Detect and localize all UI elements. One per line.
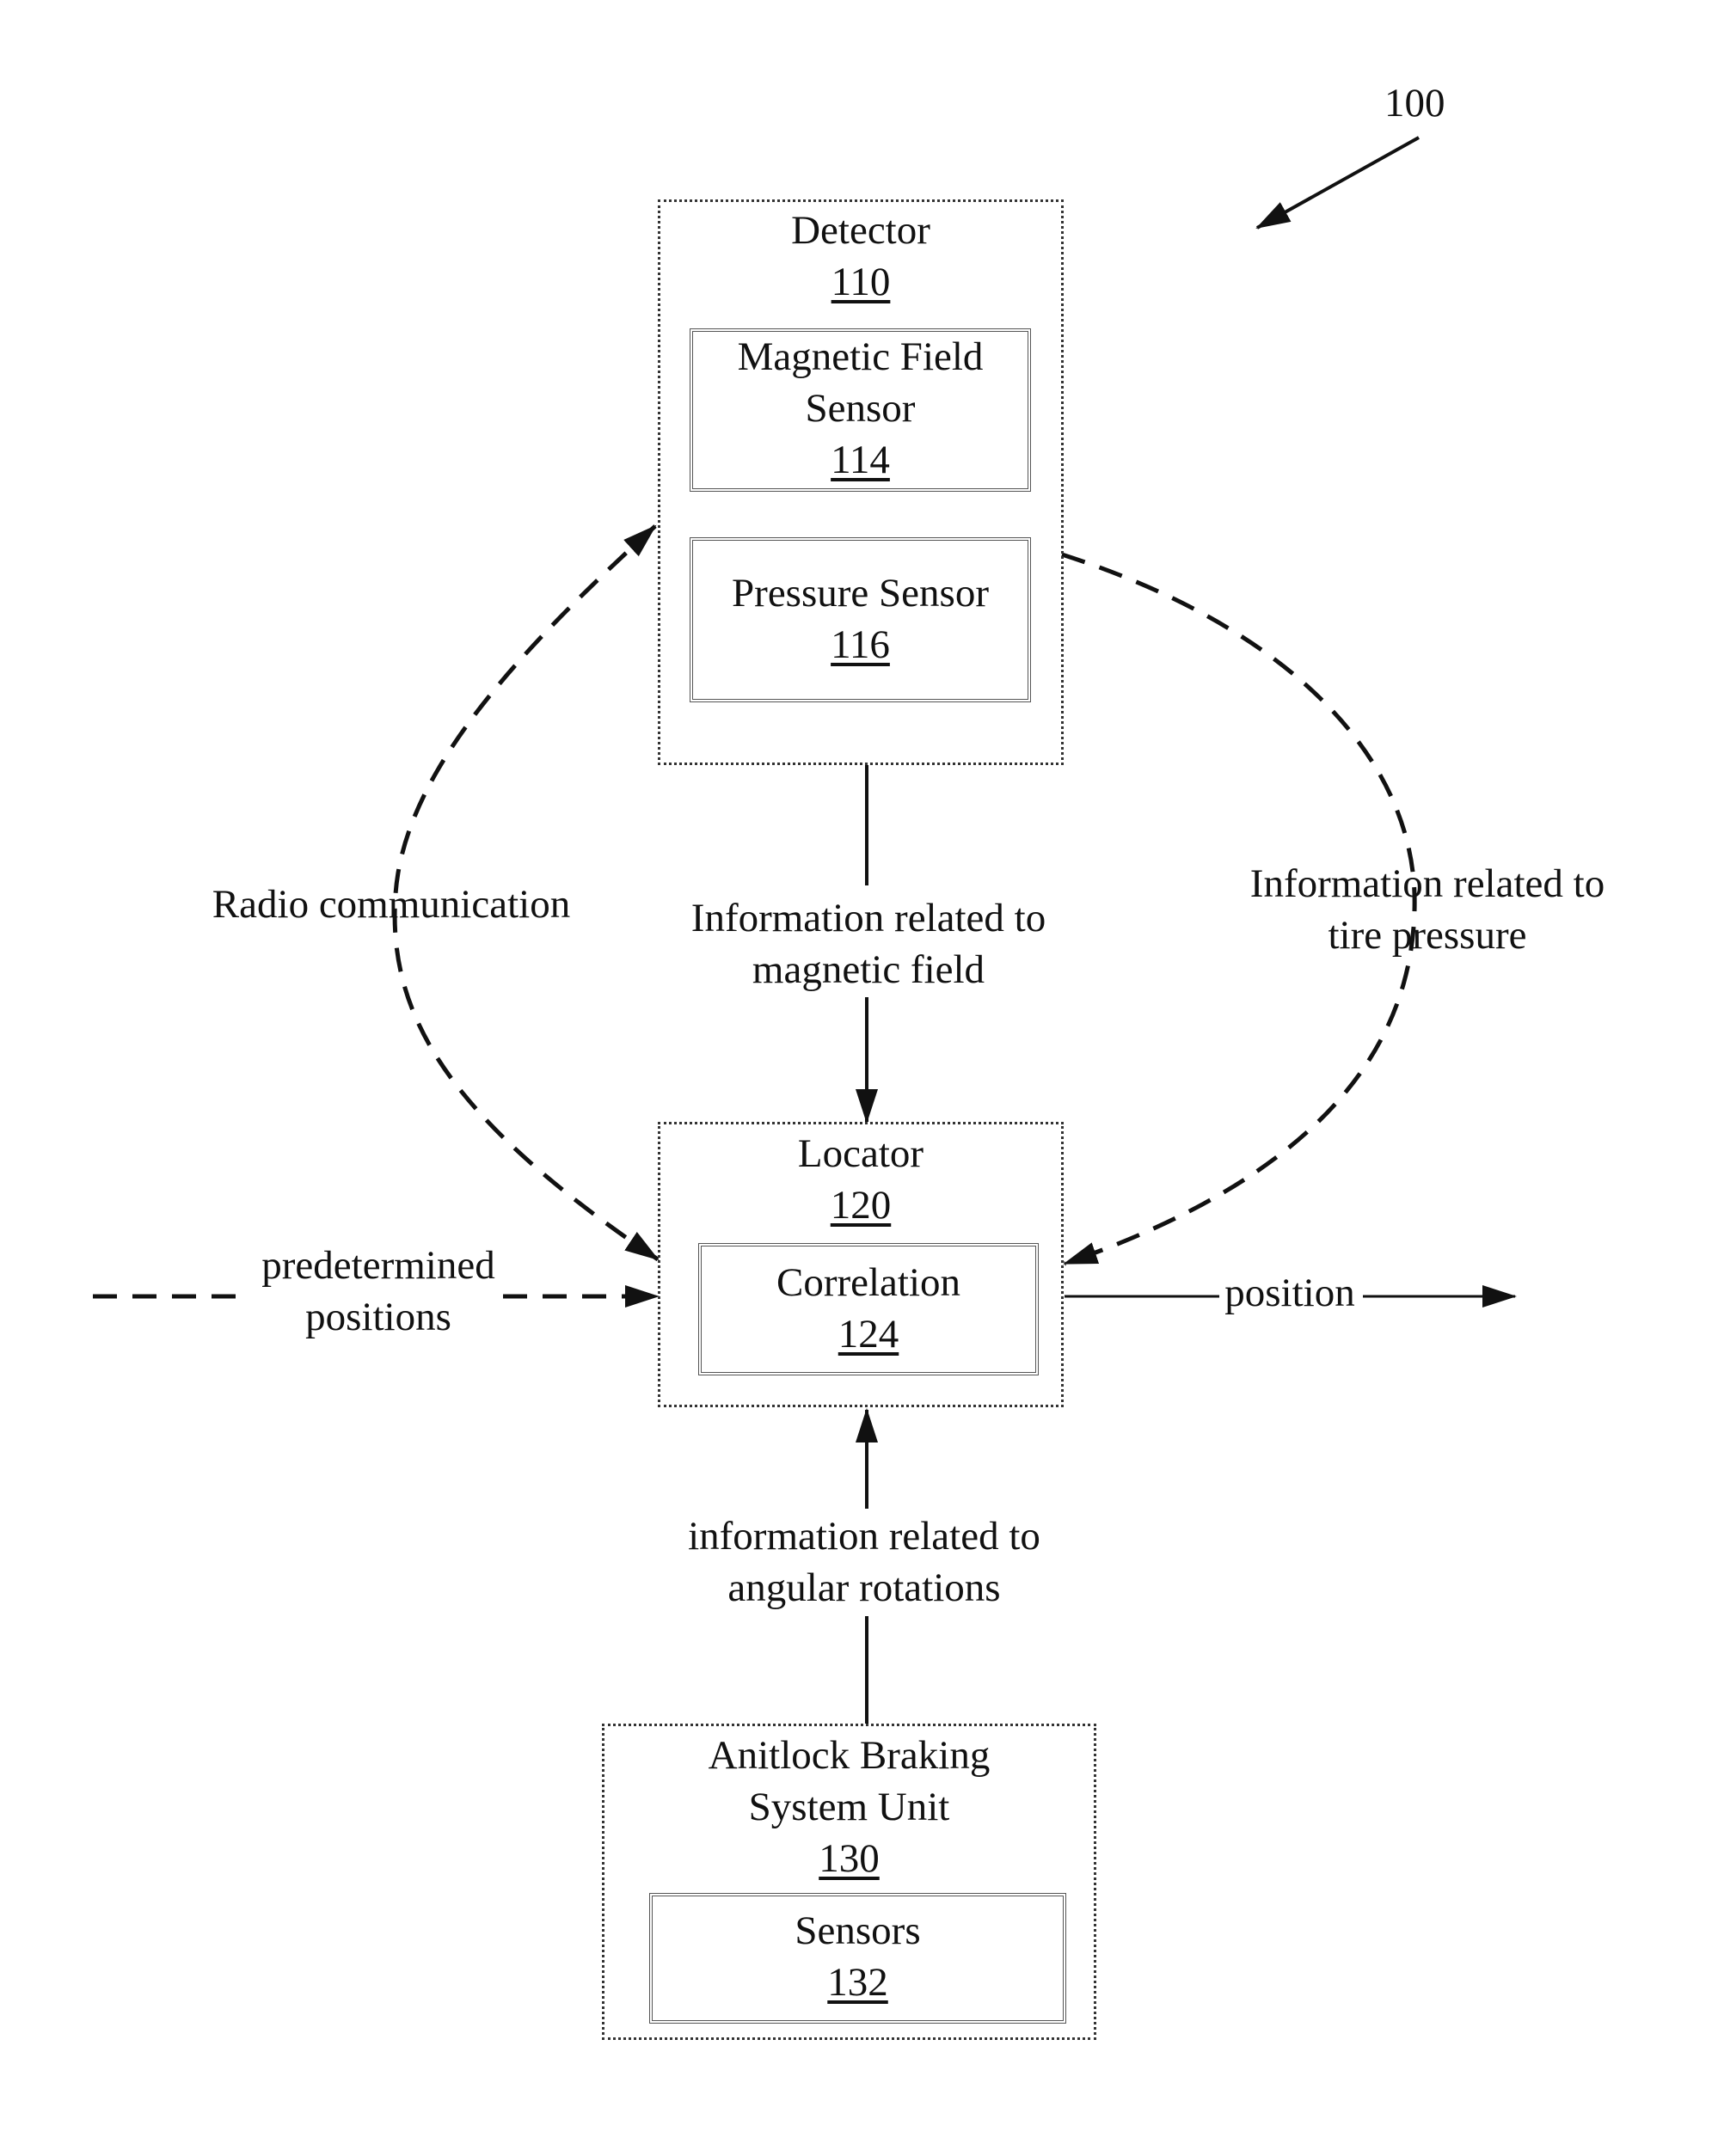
correlation-title: Correlation	[698, 1257, 1039, 1308]
tire-pressure-label-line2: tire pressure	[1212, 910, 1642, 961]
detector-title: Detector	[658, 205, 1064, 256]
sensors-ref: 132	[649, 1957, 1066, 2008]
figure-ref-arrow	[1257, 138, 1419, 228]
pressure-sensor-title: Pressure Sensor	[690, 567, 1031, 619]
detector-ref: 110	[658, 256, 1064, 308]
magnetic-field-sensor-title-line2: Sensor	[690, 383, 1031, 434]
abs-unit-ref: 130	[602, 1833, 1096, 1884]
magnetic-field-sensor-ref: 114	[690, 434, 1031, 486]
predetermined-positions-label-line2: positions	[232, 1291, 525, 1343]
angular-info-label-line1: information related to	[649, 1510, 1079, 1562]
locator-title: Locator	[658, 1128, 1064, 1179]
locator-ref: 120	[658, 1179, 1064, 1231]
correlation-ref: 124	[698, 1308, 1039, 1360]
magnetic-info-label-line2: magnetic field	[654, 944, 1083, 995]
magnetic-field-sensor-title-line1: Magnetic Field	[690, 331, 1031, 383]
pressure-sensor-ref: 116	[690, 619, 1031, 671]
abs-unit-title-line1: Anitlock Braking	[602, 1730, 1096, 1781]
radio-communication-label: Radio communication	[193, 879, 589, 930]
tire-pressure-label-line1: Information related to	[1212, 858, 1642, 910]
figure-ref-number: 100	[1384, 77, 1445, 129]
abs-unit-title-line2: System Unit	[602, 1781, 1096, 1833]
sensors-title: Sensors	[649, 1905, 1066, 1957]
position-label: position	[1212, 1267, 1367, 1319]
magnetic-info-label-line1: Information related to	[654, 892, 1083, 944]
angular-info-label-line2: angular rotations	[649, 1562, 1079, 1614]
predetermined-positions-label-line1: predetermined	[232, 1240, 525, 1291]
